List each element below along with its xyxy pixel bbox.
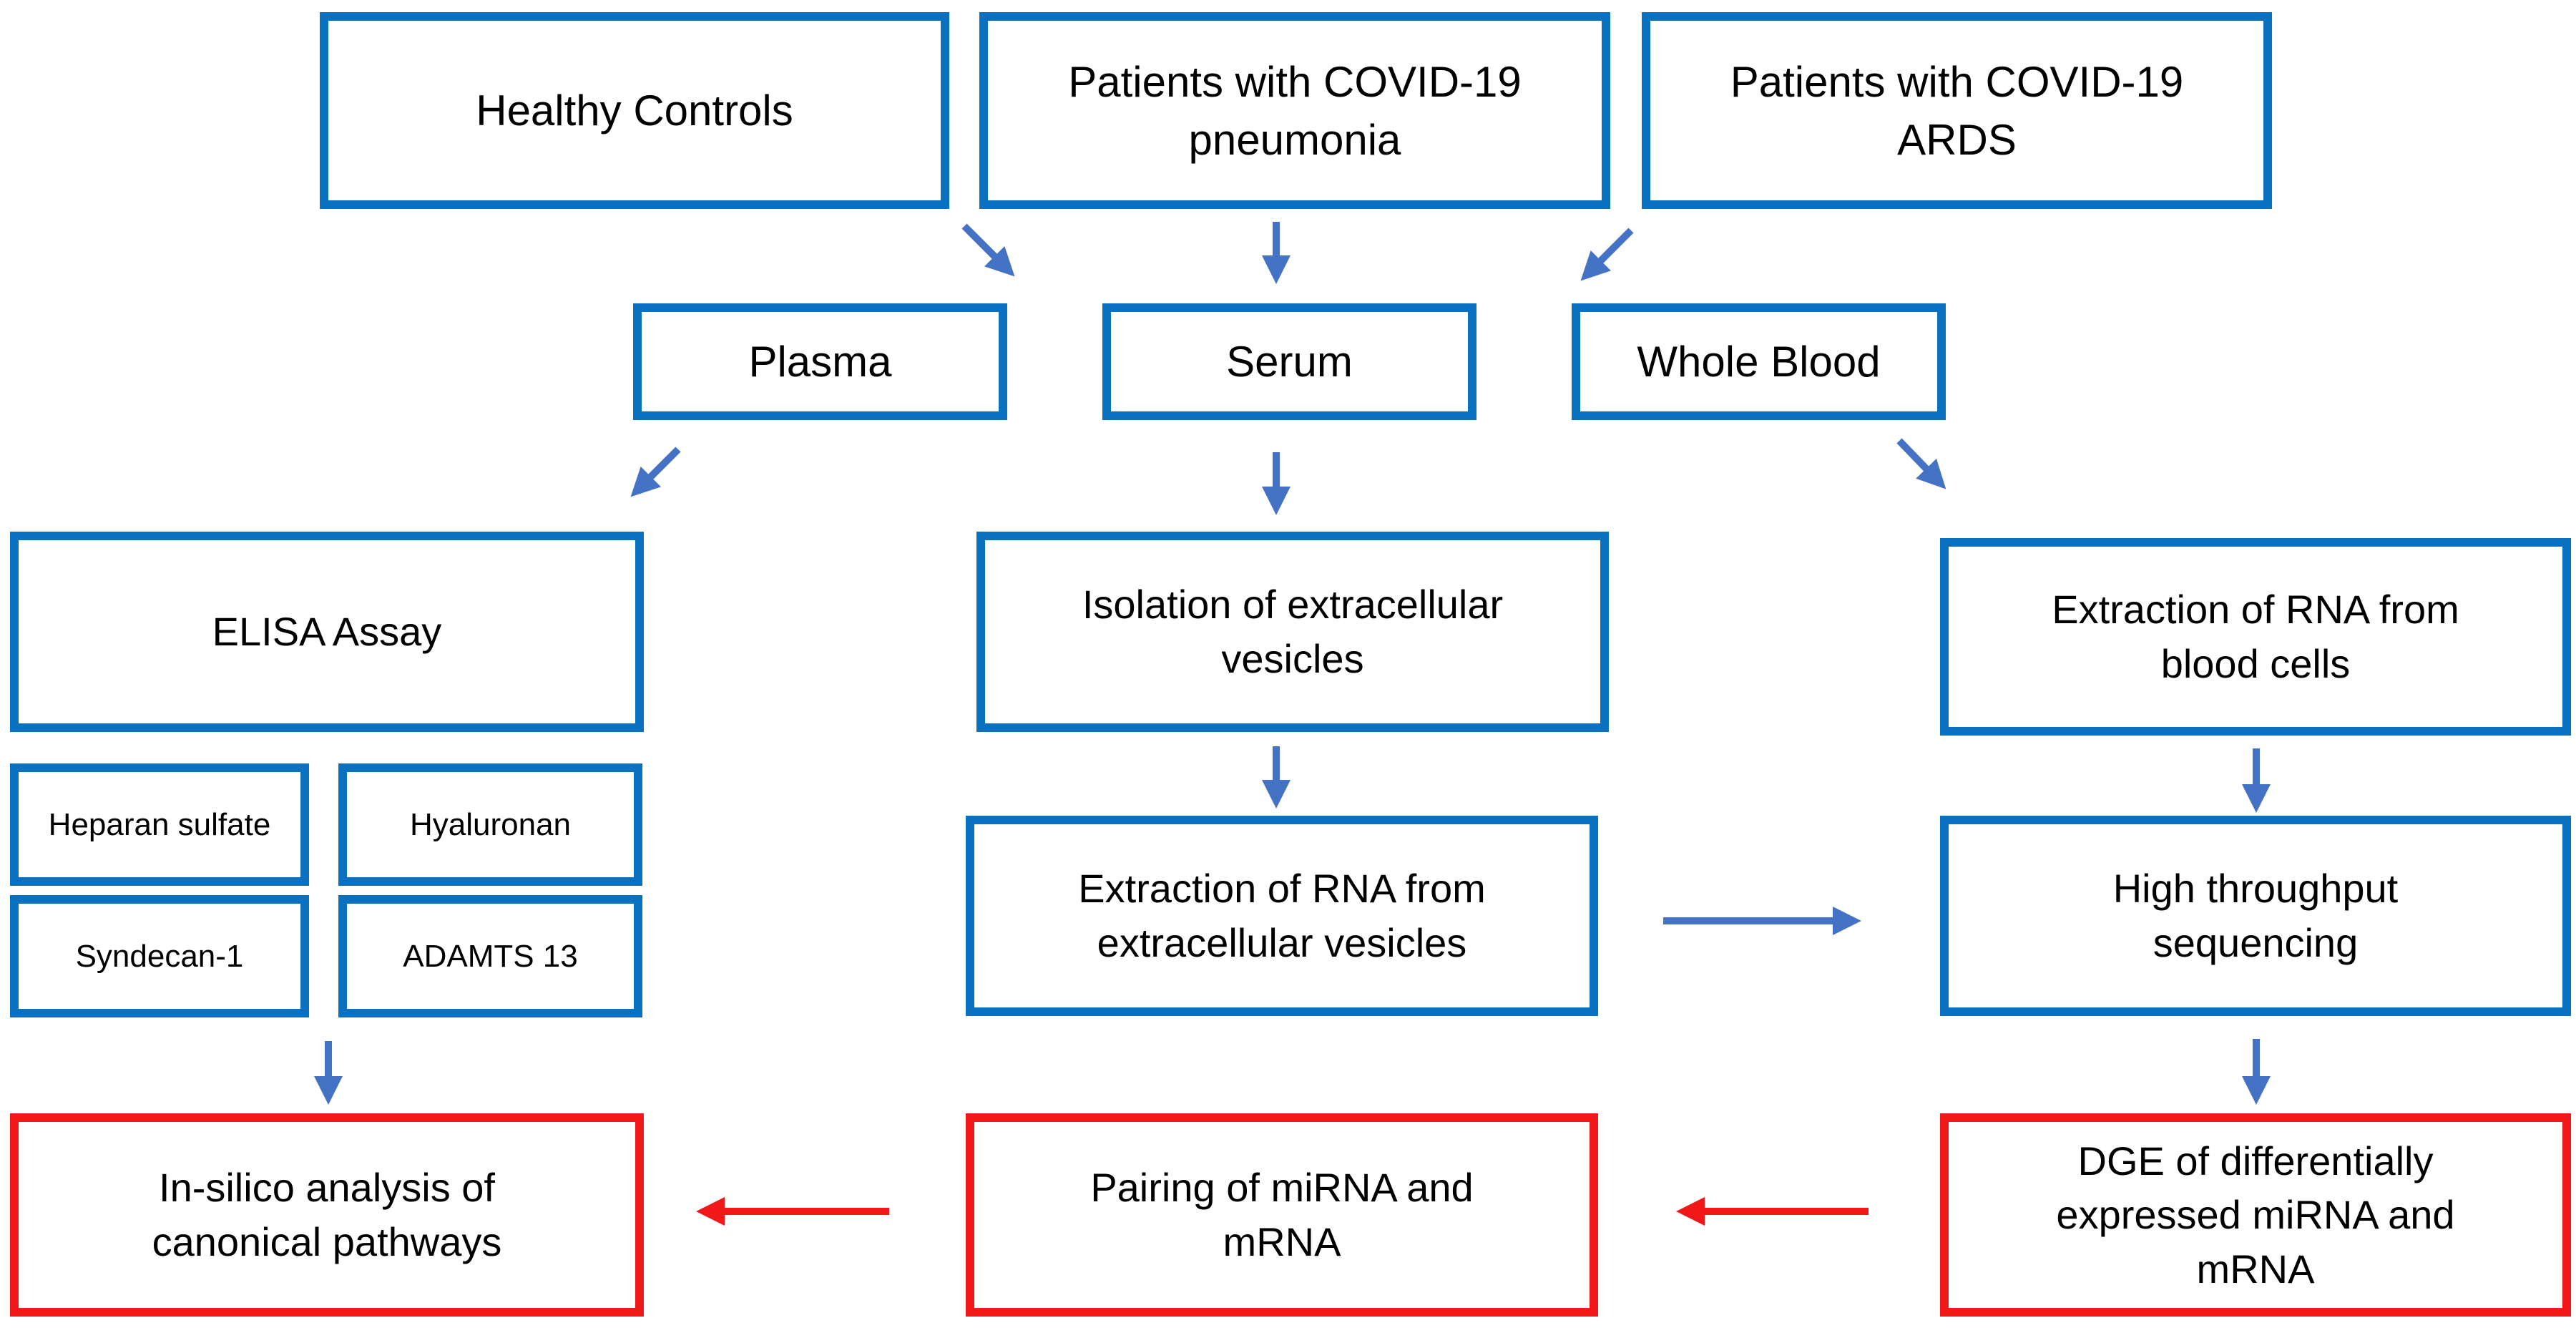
heparan-sulfate-box: Heparan sulfate: [10, 763, 309, 886]
rna-ev-box: Extraction of RNA from extracellular ves…: [966, 816, 1598, 1016]
arrow-plasma-to-elisa: [630, 446, 681, 497]
hyaluronan-label: Hyaluronan: [409, 806, 572, 842]
serum-label: Serum: [1226, 338, 1353, 386]
isolation-ev-box: Isolation of extracellular vesicles: [976, 532, 1609, 732]
insilico-label: In-silico analysis of canonical pathways: [152, 1165, 502, 1264]
rna-ev-label: Extraction of RNA from extracellular ves…: [1078, 866, 1486, 965]
whole-blood-label: Whole Blood: [1637, 338, 1881, 386]
whole-blood-box: Whole Blood: [1572, 303, 1946, 420]
covid-pneumonia-box: Patients with COVID-19 pneumonia: [979, 12, 1610, 209]
elisa-label: ELISA Assay: [212, 609, 442, 655]
serum-box: Serum: [1102, 303, 1476, 420]
plasma-label: Plasma: [748, 338, 892, 386]
dge-label: DGE of differentially expressed miRNA an…: [2056, 1138, 2455, 1292]
arrow-ards-to-sample: [1580, 228, 1634, 281]
hts-label: High throughput sequencing: [2112, 866, 2399, 965]
rna-blood-cells-box: Extraction of RNA from blood cells: [1940, 538, 2571, 736]
covid-pneumonia-label: Patients with COVID-19 pneumonia: [1068, 57, 1522, 164]
plasma-box: Plasma: [633, 303, 1007, 420]
adamts13-box: ADAMTS 13: [338, 895, 642, 1017]
healthy-controls-box: Healthy Controls: [320, 12, 949, 209]
arrow-healthy-to-sample: [961, 223, 1015, 277]
insilico-box: In-silico analysis of canonical pathways: [10, 1113, 644, 1317]
syndecan-label: Syndecan-1: [75, 938, 244, 974]
hts-box: High throughput sequencing: [1940, 816, 2571, 1016]
healthy-controls-label: Healthy Controls: [476, 87, 793, 135]
dge-box: DGE of differentially expressed miRNA an…: [1940, 1113, 2571, 1317]
elisa-box: ELISA Assay: [10, 532, 644, 732]
covid-ards-box: Patients with COVID-19 ARDS: [1642, 12, 2272, 209]
syndecan-box: Syndecan-1: [10, 895, 309, 1017]
pairing-label: Pairing of miRNA and mRNA: [1090, 1165, 1474, 1264]
hyaluronan-box: Hyaluronan: [338, 763, 642, 886]
pairing-box: Pairing of miRNA and mRNA: [966, 1113, 1598, 1317]
rna-blood-cells-label: Extraction of RNA from blood cells: [2052, 587, 2459, 686]
heparan-sulfate-label: Heparan sulfate: [48, 806, 271, 842]
isolation-ev-label: Isolation of extracellular vesicles: [1082, 582, 1504, 681]
adamts13-label: ADAMTS 13: [403, 938, 578, 974]
covid-ards-label: Patients with COVID-19 ARDS: [1730, 57, 2184, 164]
arrow-wholeblood-to-rna: [1896, 438, 1946, 489]
